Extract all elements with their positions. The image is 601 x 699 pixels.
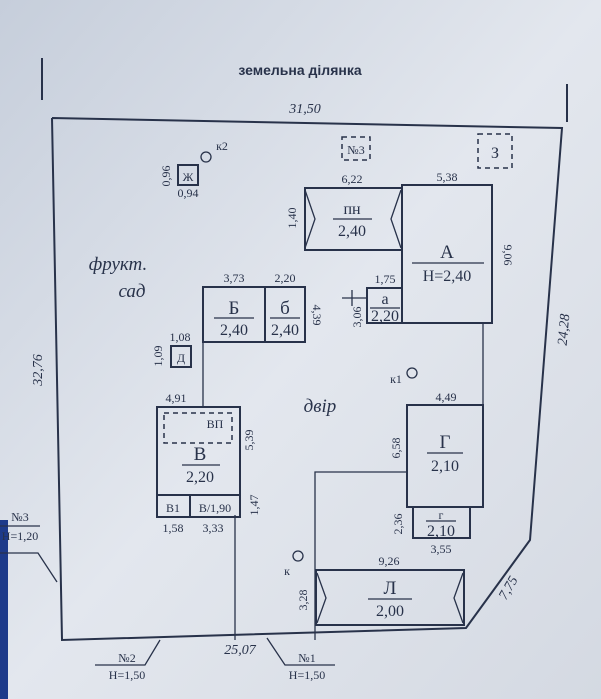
building-g-name: Г (440, 432, 451, 453)
building-a-main (401, 184, 493, 324)
well-k2: к2 (200, 139, 228, 163)
dim: 2,20 (275, 271, 296, 285)
cellar-vp-label: ВП (207, 417, 224, 431)
svg-text:к2: к2 (216, 139, 228, 153)
dim: 1,09 (151, 346, 165, 367)
dim: 4,91 (166, 391, 187, 405)
svg-text:№1: №1 (298, 651, 315, 665)
dim-bottom: 25,07 (224, 643, 257, 658)
building-l (315, 569, 465, 626)
building-zh-name: Ж (183, 170, 194, 184)
building-b-height: 2,40 (220, 322, 248, 339)
garden-label-2: сад (118, 281, 145, 302)
gate-no1: №1 Н=1,50 (266, 637, 335, 682)
structure-z (477, 133, 513, 169)
building-a-height: Н=2,40 (423, 268, 472, 285)
building-v1-name: В1 (166, 501, 180, 515)
cellar-vp (163, 412, 233, 444)
svg-text:Н=1,50: Н=1,50 (109, 668, 145, 682)
dim: 5,39 (242, 430, 256, 451)
canopy-mark (304, 189, 316, 249)
dim: 0,96 (159, 166, 173, 187)
building-pn-name: пн (343, 201, 361, 218)
structure-no3 (341, 136, 371, 161)
building-b-annex (264, 286, 306, 343)
dim: 5,38 (437, 170, 458, 184)
building-d-name: Д (177, 351, 185, 365)
well-icon (406, 367, 418, 379)
yard-label: двір (304, 396, 337, 417)
building-l-height: 2,00 (376, 603, 404, 620)
building-g-annex-height: 2,10 (427, 523, 455, 540)
svg-text:к: к (284, 564, 290, 578)
canopy-mark (316, 572, 327, 624)
building-b-annex-name: б (280, 298, 290, 319)
svg-text:Н=1,20: Н=1,20 (2, 529, 38, 543)
canopy-mark (453, 572, 464, 624)
svg-text:к1: к1 (390, 372, 402, 386)
building-a-annex-name: а (381, 291, 388, 308)
gate-no3: №3 Н=1,20 (0, 510, 58, 583)
garden-label: фрукт. (89, 254, 148, 275)
dim-right: 24,28 (556, 313, 574, 346)
well-k: к (284, 550, 304, 578)
dim: 1,08 (170, 330, 191, 344)
dim: 4,49 (436, 390, 457, 404)
building-pn-height: 2,40 (338, 223, 366, 240)
dim: 1,75 (375, 272, 396, 286)
dim: 9,26 (379, 554, 400, 568)
svg-text:№2: №2 (118, 651, 135, 665)
structure-z-label: З (491, 145, 499, 162)
structure-no3-label: №3 (347, 143, 364, 157)
well-icon (292, 550, 304, 562)
building-g-annex-name: г (439, 508, 444, 522)
dim: 4,39 (310, 305, 324, 326)
screen-edge (0, 520, 8, 699)
building-a-name: А (440, 242, 454, 263)
dim: 3,33 (203, 521, 224, 535)
building-d (170, 345, 192, 368)
dim: 6,58 (389, 438, 403, 459)
building-zh (177, 164, 199, 186)
building-g-annex (412, 506, 471, 539)
building-a-annex (366, 287, 403, 324)
dim: 1,47 (247, 495, 261, 516)
dim: 1,40 (285, 208, 299, 229)
building-v-sub-name: В/1,90 (199, 501, 231, 515)
dim: 6,22 (342, 172, 363, 186)
building-b-name: Б (229, 298, 240, 319)
entrance-mark (342, 290, 367, 306)
fence-lines (202, 323, 484, 640)
plot-boundary (51, 117, 564, 642)
dim: 1,58 (163, 521, 184, 535)
gate-no2: №2 Н=1,50 (95, 639, 161, 682)
dim: 0,94 (178, 186, 199, 200)
plot-title: земельна ділянка (238, 62, 361, 78)
svg-text:№3: №3 (11, 510, 28, 524)
building-l-name: Л (384, 578, 397, 599)
dim-top: 31,50 (288, 102, 321, 117)
dim: 9,06 (501, 245, 515, 266)
building-v-sub (189, 494, 241, 518)
dim: 3,06 (350, 307, 364, 328)
dim: 3,28 (296, 590, 310, 611)
dim: 3,55 (431, 542, 452, 556)
svg-text:Н=1,50: Н=1,50 (289, 668, 325, 682)
dim-left: 32,76 (31, 354, 46, 387)
building-g-height: 2,10 (431, 458, 459, 475)
dim: 2,36 (391, 514, 405, 535)
building-a-annex-height: 2,20 (371, 308, 399, 325)
canopy-mark (390, 189, 402, 249)
building-v-name: В (194, 444, 207, 465)
building-b-annex-height: 2,40 (271, 322, 299, 339)
well-k1: к1 (390, 367, 418, 386)
well-icon (200, 151, 212, 163)
dim: 3,73 (224, 271, 245, 285)
building-v-height: 2,20 (186, 469, 214, 486)
